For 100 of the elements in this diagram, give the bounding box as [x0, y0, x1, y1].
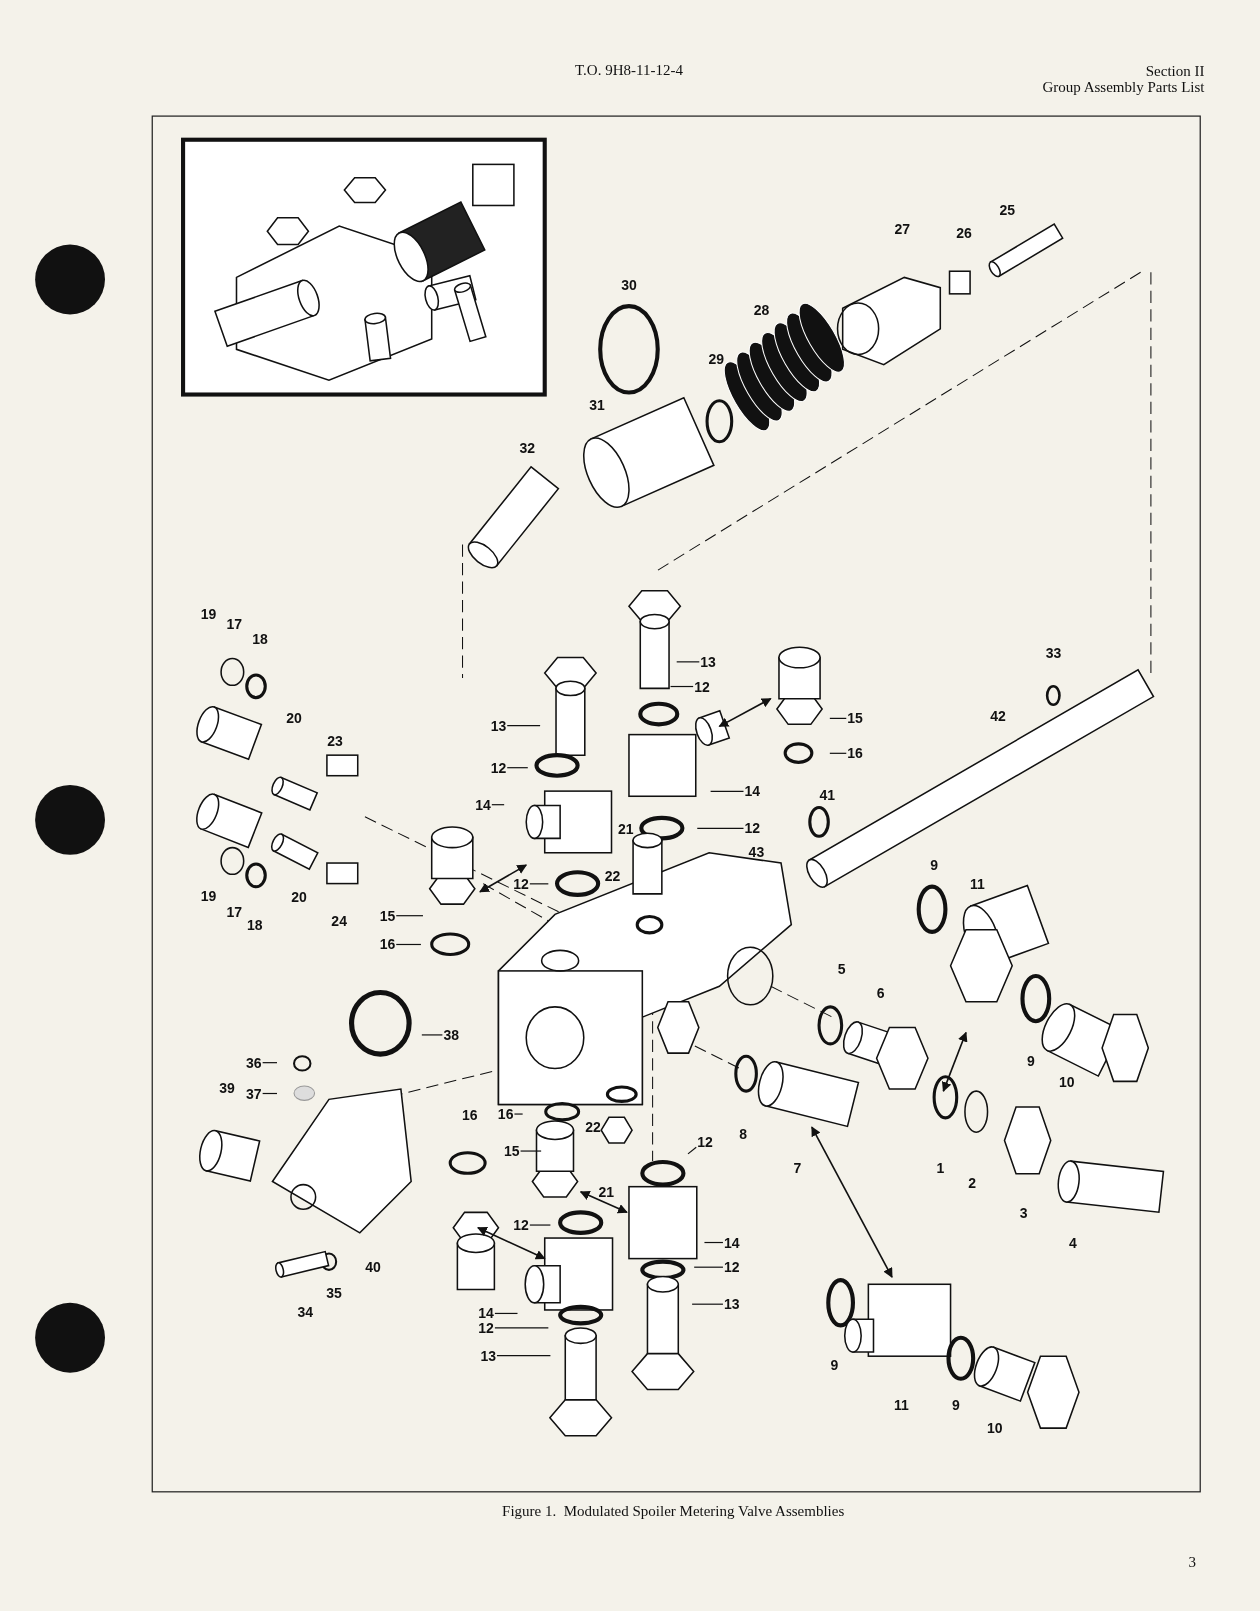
callout-number: 5 — [836, 961, 847, 977]
callout-number: 2 — [967, 1175, 978, 1191]
callout-number: 11 — [892, 1397, 910, 1413]
leader-line — [513, 1113, 524, 1115]
callout-number: 33 — [1044, 645, 1063, 661]
callout-number: 15 — [503, 1143, 521, 1159]
callout-number: 21 — [617, 821, 635, 837]
callout-number: 1 — [935, 1160, 946, 1175]
callout-number: 37 — [245, 1086, 263, 1101]
callout-number: 20 — [285, 710, 303, 726]
leader-line — [669, 685, 694, 688]
callout-number: 6 — [875, 985, 886, 1001]
leader-line — [710, 790, 745, 792]
callout-number: 22 — [584, 1119, 602, 1135]
page-number: 3 — [1188, 1553, 1196, 1571]
callout-number: 12 — [512, 1217, 530, 1233]
callout-number: 12 — [743, 820, 762, 836]
callout-number: 27 — [893, 221, 912, 237]
leader-line — [491, 804, 505, 806]
leader-line — [506, 725, 541, 727]
callout-number: 18 — [246, 917, 264, 933]
callout-number: 41 — [818, 787, 837, 803]
callout-number: 9 — [1025, 1053, 1036, 1069]
callout-number: 13 — [722, 1296, 741, 1312]
callout-number: 24 — [330, 913, 348, 929]
callout-number: 12 — [696, 1134, 714, 1150]
callout-number: 12 — [489, 760, 508, 776]
leader-line — [829, 717, 847, 719]
callout-number: 13 — [489, 718, 508, 734]
callout-number: 31 — [588, 397, 606, 413]
callout-number: 26 — [955, 225, 973, 241]
leader-line — [494, 1327, 549, 1329]
leader-line — [262, 1092, 278, 1095]
document-number: T.O. 9H8-11-12-4 — [575, 61, 683, 79]
callout-number: 16 — [496, 1106, 515, 1122]
callout-number: 25 — [998, 202, 1016, 218]
callout-number: 17 — [225, 616, 244, 632]
leader-line — [395, 915, 424, 917]
callout-number: 14 — [474, 797, 492, 813]
callout-number: 13 — [699, 654, 717, 670]
callout-number: 28 — [752, 302, 771, 318]
callout-number: 21 — [597, 1184, 616, 1200]
callout-number: 14 — [743, 783, 762, 799]
callout-number: 8 — [738, 1126, 748, 1142]
callout-number: 35 — [325, 1285, 343, 1301]
callout-number: 34 — [296, 1304, 314, 1320]
callout-number: 16 — [378, 937, 397, 952]
callout-number: 16 — [846, 745, 864, 761]
leader-line — [703, 1241, 724, 1244]
callout-number: 9 — [829, 1357, 840, 1373]
callout-number: 13 — [479, 1348, 497, 1364]
section-heading: Section II — [1145, 62, 1205, 80]
leader-line — [494, 1312, 519, 1315]
callout-number: 12 — [477, 1320, 495, 1336]
page-heading: Group Assembly Parts List — [1042, 79, 1205, 97]
callout-number: 15 — [378, 908, 397, 924]
callout-number: 20 — [290, 889, 308, 905]
callout-number: 19 — [199, 606, 218, 622]
callout-number: 14 — [477, 1305, 495, 1321]
callout-number: 9 — [950, 1397, 961, 1413]
callout-number: 38 — [442, 1027, 460, 1043]
callout-number: 19 — [199, 888, 218, 904]
callout-number: 14 — [722, 1235, 741, 1250]
callout-number: 32 — [518, 440, 536, 456]
callout-number: 15 — [846, 710, 864, 726]
callout-number: 18 — [251, 631, 269, 647]
callout-number: 39 — [218, 1080, 236, 1096]
callout-number: 9 — [929, 857, 940, 873]
callout-number: 36 — [245, 1055, 263, 1071]
callout-number: 29 — [707, 351, 726, 367]
leader-line — [262, 1062, 278, 1064]
callout-number: 22 — [603, 868, 622, 884]
leader-line — [529, 883, 549, 885]
callout-number: 4 — [1068, 1235, 1078, 1250]
callout-number: 43 — [747, 844, 766, 860]
leader-line — [676, 661, 700, 663]
leader-line — [506, 767, 529, 769]
callout-number: 11 — [968, 876, 986, 892]
callout-number: 10 — [1058, 1074, 1076, 1090]
callout-number: 12 — [512, 876, 530, 892]
leader-line — [520, 1150, 542, 1152]
callout-number: 12 — [722, 1259, 741, 1275]
leader-line — [829, 752, 847, 754]
leader-line — [421, 1034, 443, 1036]
callout-number: 23 — [326, 733, 344, 749]
leader-line — [395, 943, 422, 946]
callout-number: 3 — [1018, 1205, 1029, 1221]
leader-line — [529, 1224, 551, 1226]
callout-number: 7 — [792, 1160, 803, 1175]
leader-line — [696, 827, 745, 829]
callout-number: 40 — [364, 1259, 382, 1275]
figure-caption: Figure 1. Modulated Spoiler Metering Valve Assemblies — [502, 1502, 845, 1520]
leader-line — [693, 1266, 724, 1268]
callout-number: 10 — [986, 1420, 1004, 1435]
callout-number: 16 — [460, 1107, 479, 1123]
leader-line — [691, 1303, 724, 1305]
leader-line — [687, 1146, 697, 1155]
leader-line — [496, 1355, 551, 1357]
callout-number: 17 — [225, 904, 244, 920]
callout-number: 12 — [693, 679, 711, 694]
